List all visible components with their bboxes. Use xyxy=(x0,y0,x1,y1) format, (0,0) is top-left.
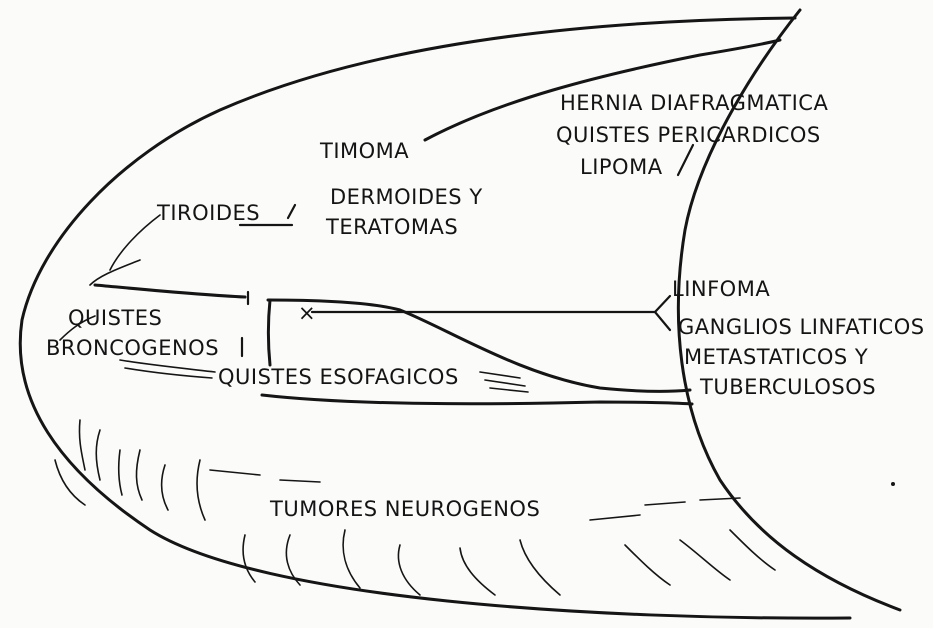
bracket-lower xyxy=(653,310,672,332)
esophagus-lower xyxy=(260,393,694,406)
label-broncogenos: BRONCOGENOS xyxy=(46,336,219,360)
label-metastaticos: METASTATICOS Y xyxy=(684,345,868,369)
label-dermoides: DERMOIDES Y xyxy=(330,185,483,209)
label-linfoma: LINFOMA xyxy=(672,277,770,301)
lipoma-line xyxy=(676,143,695,177)
label-tumores-neurogenos: TUMORES NEUROGENOS xyxy=(269,497,540,521)
label-hernia-diafragmatica: HERNIA DIAFRAGMATICA xyxy=(560,91,828,115)
esophagus-outline xyxy=(266,298,692,393)
tiroides-tick xyxy=(286,203,297,220)
label-timoma: TIMOMA xyxy=(319,139,409,163)
label-lipoma: LIPOMA xyxy=(580,155,663,179)
label-teratomas: TERATOMAS xyxy=(325,215,458,239)
right-arc xyxy=(676,8,902,612)
esophagus-left xyxy=(267,298,272,367)
label-tuberculosos: TUBERCULOSOS xyxy=(699,375,876,399)
upper-inner-curve xyxy=(423,38,782,142)
trachea-upper xyxy=(93,283,247,299)
thyroid-sketch-3 xyxy=(59,315,96,341)
left-sketch-1 xyxy=(119,359,216,373)
thyroid-sketch-2 xyxy=(89,259,141,286)
label-quistes-pericardicos: QUISTES PERICARDICOS xyxy=(556,123,821,147)
esofagicos-hatch-1 xyxy=(479,371,521,379)
x-marker: × xyxy=(298,301,316,325)
left-sketch-2 xyxy=(124,367,213,379)
stray-dot xyxy=(891,482,895,486)
thyroid-sketch-1 xyxy=(109,214,161,271)
esofagicos-hatch-3 xyxy=(489,387,529,393)
label-quistes-esofagicos: QUISTES ESOFAGICOS xyxy=(218,365,459,389)
outer-outline xyxy=(18,16,852,620)
bracket-upper xyxy=(653,294,672,314)
esofagicos-hatch-2 xyxy=(484,379,526,387)
vertebral-hatching xyxy=(54,419,776,596)
label-quistes: QUISTES xyxy=(68,306,162,330)
label-tiroides: TIROIDES xyxy=(156,201,260,225)
label-ganglios-linfaticos: GANGLIOS LINFATICOS xyxy=(678,315,925,339)
